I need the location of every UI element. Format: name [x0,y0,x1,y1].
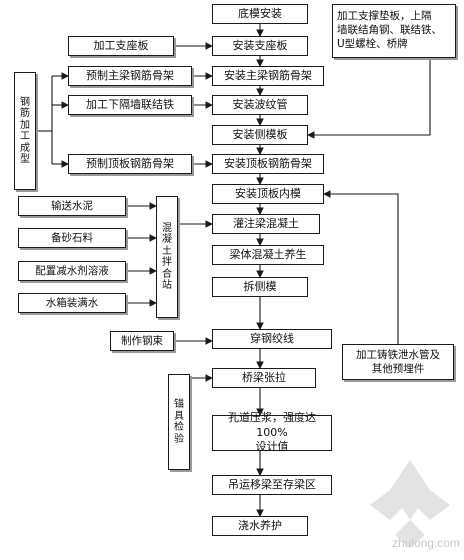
prep-drain-pipes: 加工铸铁泄水管及 其他预埋件 [342,344,454,380]
anchorage-inspection: 锚 具 检 验 [168,374,190,470]
step-install-bearing-plate: 安装支座板 [212,36,308,56]
step-install-inner-formwork: 安装顶板内模 [212,184,324,204]
concrete-mixing-station: 混 凝 土 拌 合 站 [156,196,178,318]
watermark-logo-icon [370,460,450,548]
input-admixture: 配置减水剂溶液 [18,261,126,281]
connector-31 [306,58,431,139]
step-lift-to-storage: 吊运移梁至存梁区 [212,475,332,495]
step-duct-grouting: 孔道压浆，强度达 100% 设计值 [212,411,332,453]
prep-lower-diaphragm: 加工下隔墙联结铁 [68,95,192,115]
rebar-fabrication-box: 钢 筋 加 工 成 型 [14,72,36,190]
step-tensioning: 桥梁张拉 [212,368,316,388]
prep-bearing-plate: 加工支座板 [68,36,174,56]
step-install-main-rebar: 安装主梁钢筋骨架 [212,66,324,86]
step-install-top-rebar: 安装顶板钢筋骨架 [212,154,324,174]
watermark-text: zhulong.com [392,536,461,550]
prep-top-rebar: 预制顶板钢筋骨架 [68,154,192,174]
make-strand-bundle: 制作钢束 [110,331,174,351]
prep-main-rebar: 预制主梁钢筋骨架 [68,66,192,86]
prep-support-pads: 加工支撑垫板，上隔 墙联结角钢、联结铁、 U型螺栓、桥牌 [332,4,456,58]
connector-32 [322,190,399,344]
step-bottom-formwork: 底模安装 [212,4,308,24]
input-cement: 输送水泥 [18,196,126,216]
step-pour-concrete: 灌注梁混凝土 [212,214,320,234]
step-remove-side-formwork: 拆侧模 [212,277,308,297]
step-water-curing: 浇水养护 [212,516,308,536]
step-install-side-formwork: 安装侧模板 [212,125,308,145]
step-concrete-curing: 梁体混凝土养生 [212,245,324,265]
step-install-duct: 安装波纹管 [212,95,308,115]
step-thread-strand: 穿钢绞线 [212,329,332,349]
input-aggregate: 备砂石料 [18,228,126,248]
input-water: 水箱装满水 [18,293,126,313]
